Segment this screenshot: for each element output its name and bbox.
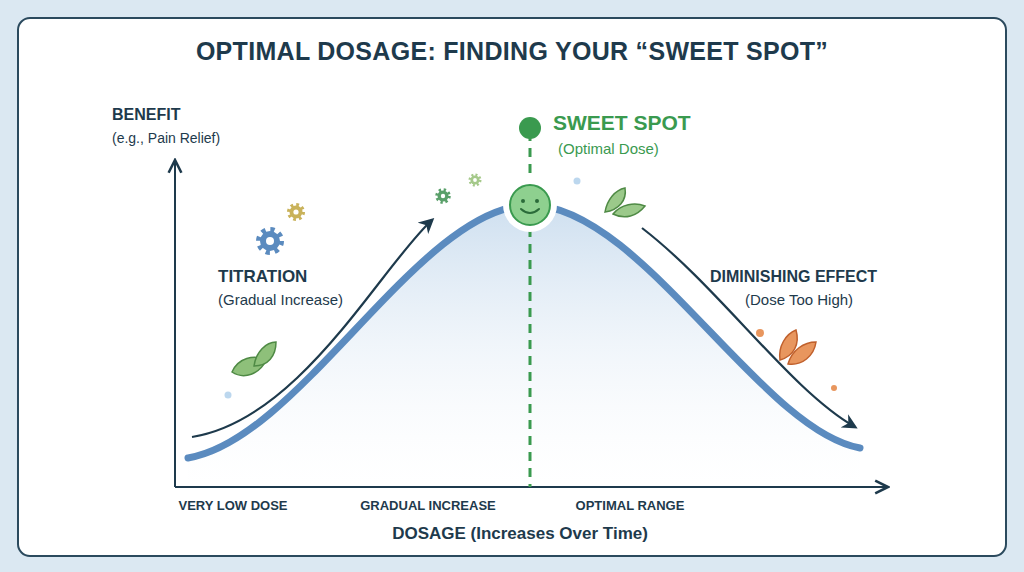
leaf	[613, 204, 645, 217]
leaf-icon	[605, 188, 645, 217]
curve-area	[188, 205, 860, 487]
gear-icon	[289, 205, 303, 219]
axis-title: BENEFIT	[112, 106, 180, 124]
smiley-eye	[535, 199, 539, 203]
dot	[225, 392, 232, 399]
y-axis	[174, 160, 176, 487]
dot	[756, 329, 764, 337]
leaf	[788, 342, 816, 364]
axis-title: DOSAGE (Increases Over Time)	[392, 525, 648, 544]
gear-icon	[437, 190, 449, 202]
phase-sublabel: (Gradual Increase)	[218, 292, 343, 309]
gear-hole	[441, 194, 445, 198]
phase-label: DIMINISHING EFFECT	[710, 268, 877, 286]
gear-icon	[470, 175, 480, 185]
titration-arrow	[192, 220, 432, 437]
smiley-mouth	[521, 209, 539, 213]
gear-hole	[266, 237, 274, 245]
gear-teeth	[289, 205, 303, 219]
gear-teeth	[437, 190, 449, 202]
benefit-curve	[188, 205, 860, 458]
gear-hole	[293, 209, 298, 214]
dot	[831, 385, 837, 391]
gear-teeth	[470, 175, 480, 185]
leaf	[254, 342, 276, 366]
smiley-halo	[503, 178, 557, 232]
sweet-spot-dot	[519, 117, 541, 139]
gear-body	[470, 175, 479, 184]
gear-body	[438, 191, 449, 202]
gear-icon	[259, 230, 281, 252]
frame	[18, 18, 1006, 556]
phase-label: TITRATION	[218, 268, 307, 287]
leaf-icon	[780, 330, 816, 364]
axis-tick-label: VERY LOW DOSE	[178, 499, 287, 513]
smiley-eye	[521, 199, 525, 203]
diagram-title: OPTIMAL DOSAGE: FINDING YOUR “SWEET SPOT…	[196, 38, 828, 66]
leaf-icon	[232, 342, 276, 376]
axis-subtitle: (e.g., Pain Relief)	[112, 131, 220, 146]
axis-tick-label: GRADUAL INCREASE	[360, 499, 496, 513]
sweet-spot-sublabel: (Optimal Dose)	[558, 141, 659, 158]
gear-body	[290, 206, 303, 219]
dot	[574, 178, 581, 185]
gear-hole	[473, 178, 477, 182]
sweet-spot-label: SWEET SPOT	[553, 111, 691, 134]
axis-tick-label: OPTIMAL RANGE	[576, 499, 685, 513]
gear-body	[260, 231, 280, 251]
smiley-face	[510, 185, 550, 225]
diminishing-arrow	[642, 228, 855, 427]
gear-teeth	[259, 230, 281, 252]
phase-sublabel: (Dose Too High)	[745, 292, 853, 309]
